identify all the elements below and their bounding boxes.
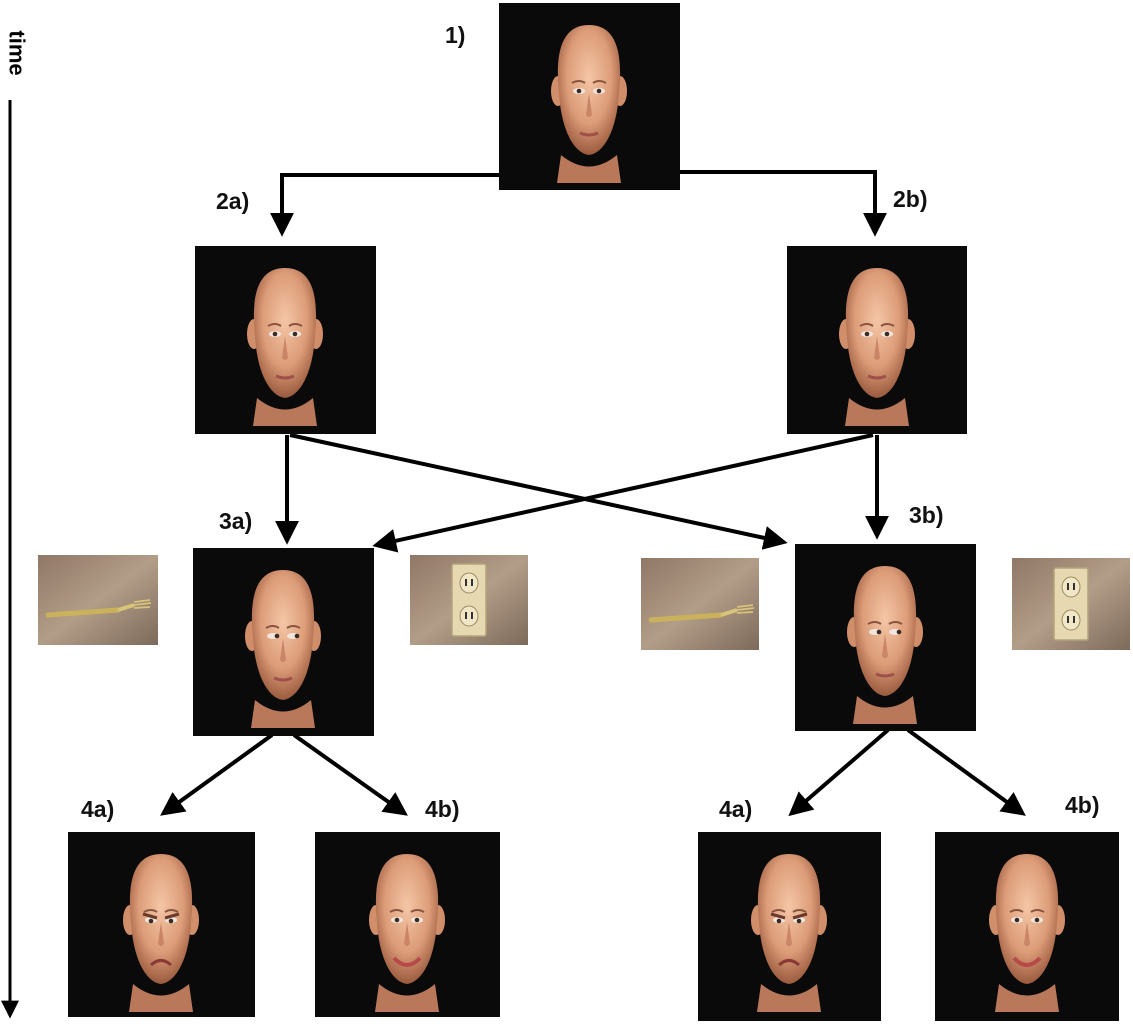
arrow-3a-to-4a — [160, 733, 274, 816]
arrow-3a-to-4b — [292, 733, 408, 816]
face-step-1 — [499, 3, 680, 190]
label-step-2b: 2b) — [893, 186, 928, 212]
face-step-3a — [193, 548, 374, 736]
face-step-3b — [795, 544, 976, 731]
label-step-4b-left: 4b) — [425, 796, 460, 822]
label-step-4a-right: 4a) — [719, 796, 753, 822]
face-step-4b-left — [315, 832, 500, 1017]
outlet-image-left — [410, 555, 528, 645]
arrow-3b-to-4a — [788, 728, 890, 817]
label-step-3b: 3b) — [909, 502, 944, 528]
fork-image-right — [641, 558, 759, 650]
arrow-2a-to-3b — [289, 433, 788, 550]
face-step-2b — [787, 246, 967, 434]
connector-arrows — [160, 170, 1026, 817]
face-step-4a-left — [68, 832, 255, 1017]
face-step-4b-right — [935, 832, 1119, 1021]
label-step-2a: 2a) — [216, 188, 250, 214]
arrow-2b-to-3a — [372, 433, 874, 553]
time-axis-label: time — [4, 30, 30, 76]
label-step-4b-right: 4b) — [1065, 792, 1100, 818]
arrow-3b-to-4b — [906, 728, 1026, 816]
outlet-image-right — [1012, 558, 1130, 650]
arrow-1-to-2b — [648, 170, 887, 237]
label-step-4a-left: 4a) — [81, 796, 115, 822]
face-step-4a-right — [698, 832, 881, 1021]
fork-image-left — [38, 555, 158, 645]
face-step-2a — [195, 246, 376, 434]
arrow-1-to-2a — [270, 173, 500, 237]
label-step-1: 1) — [445, 22, 466, 48]
label-step-3a: 3a) — [219, 508, 253, 534]
